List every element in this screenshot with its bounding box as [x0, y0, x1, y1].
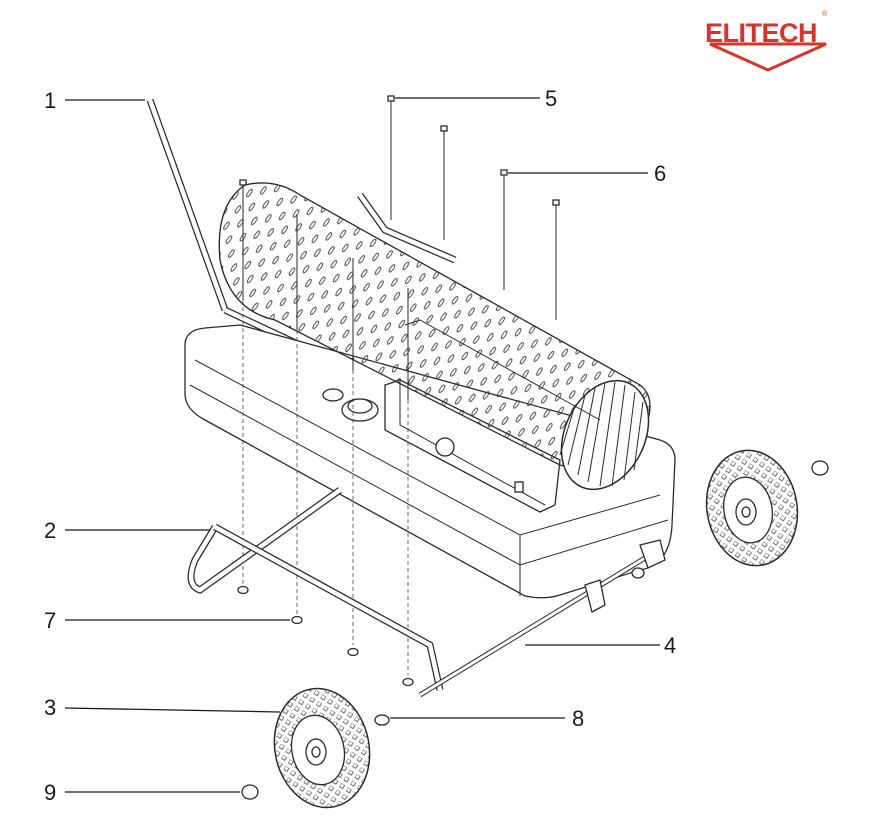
fuel-gauge	[322, 388, 344, 402]
wheel-left	[241, 687, 371, 809]
callout-6: 6	[654, 161, 666, 186]
callout-5: 5	[545, 86, 557, 111]
cap-nut-left	[241, 784, 259, 800]
bolts	[239, 95, 560, 400]
callout-2: 2	[44, 518, 56, 543]
power-switch	[514, 481, 524, 493]
callout-leaders	[64, 97, 660, 793]
callout-1: 1	[44, 88, 56, 113]
base-frame	[187, 487, 444, 691]
outlet-grille	[560, 379, 650, 491]
callout-4: 4	[664, 633, 676, 658]
grille-bars	[559, 381, 644, 487]
callout-7: 7	[44, 608, 56, 633]
callout-numbers: 1 2 3 4 5 6 7 8 9	[44, 86, 676, 805]
thermostat-knob	[435, 437, 455, 457]
bushings	[374, 567, 645, 726]
nuts	[237, 585, 414, 687]
cap-nut-right	[811, 460, 829, 476]
callout-8: 8	[572, 706, 584, 731]
logo-triangle	[709, 42, 827, 72]
wheel-right	[705, 449, 829, 567]
logo-text: ELITECH	[705, 18, 817, 48]
handle	[146, 4, 457, 349]
heater-cylinder	[218, 182, 651, 491]
callout-9: 9	[44, 780, 56, 805]
elitech-logo: ELITECH ®	[705, 10, 828, 72]
alignment-lines	[242, 300, 409, 675]
axle	[418, 539, 666, 698]
fuel-tank	[184, 324, 676, 599]
callout-3: 3	[44, 695, 56, 720]
leader-3	[64, 707, 281, 713]
logo-trademark: ®	[822, 10, 828, 18]
